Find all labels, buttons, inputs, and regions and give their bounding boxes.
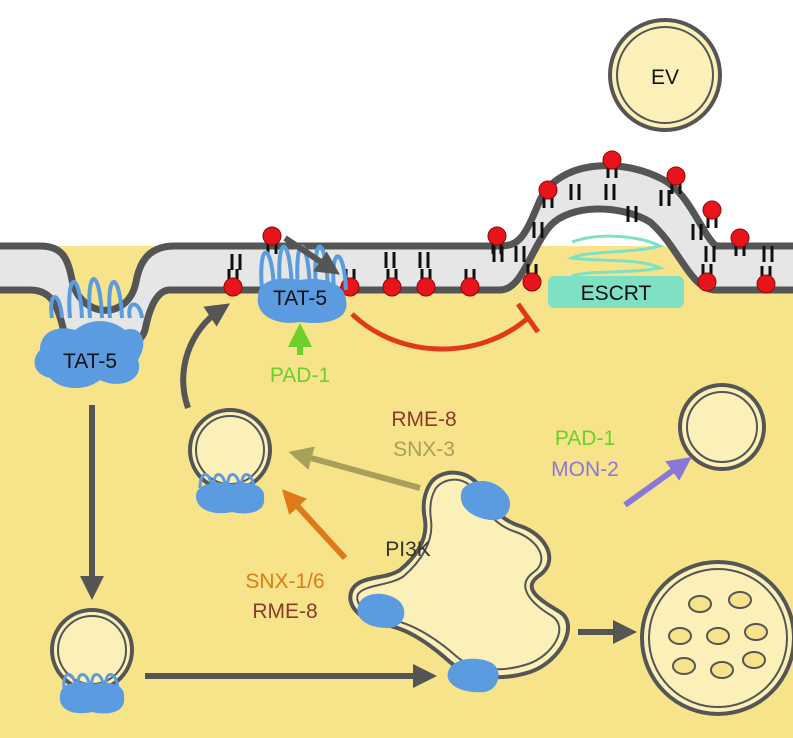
extracellular-vesicle: EV — [608, 18, 722, 132]
tat5-membrane: TAT-5 — [257, 244, 348, 324]
mon2-vesicle — [678, 383, 766, 471]
snx3-label: SNX-3 — [393, 438, 455, 461]
inhibition-arrow — [350, 302, 541, 352]
ev-label: EV — [651, 66, 679, 89]
multivesicular-body — [640, 560, 793, 716]
rme8-top-label: RME-8 — [391, 408, 456, 431]
snx16-label: SNX-1/6 — [245, 570, 324, 593]
recycle-to-membrane-arrow — [180, 303, 230, 409]
tat5-endosome-clusters — [357, 480, 510, 693]
recycling-vesicle — [188, 408, 272, 514]
flip-arrow — [283, 235, 340, 275]
rme8-bottom-label: RME-8 — [252, 600, 317, 623]
pad1-top-label: PAD-1 — [270, 364, 330, 387]
snx3-arrow — [288, 446, 421, 491]
tat5-invagination: TAT-5 — [34, 277, 144, 389]
tat5-membrane-label: TAT-5 — [273, 287, 327, 310]
pad1-right-label: PAD-1 — [555, 427, 615, 450]
escrt-complex: ESCRT — [548, 234, 684, 308]
mon2-arrow — [623, 456, 692, 508]
endocytic-vesicle — [50, 608, 134, 714]
endosome — [348, 470, 571, 680]
pi3k-label: PI3K — [385, 538, 431, 561]
mon2-label: MON-2 — [551, 458, 619, 481]
snx16-arrow — [281, 489, 348, 561]
tat5-left-label: TAT-5 — [63, 350, 117, 373]
escrt-label: ESCRT — [581, 282, 652, 305]
